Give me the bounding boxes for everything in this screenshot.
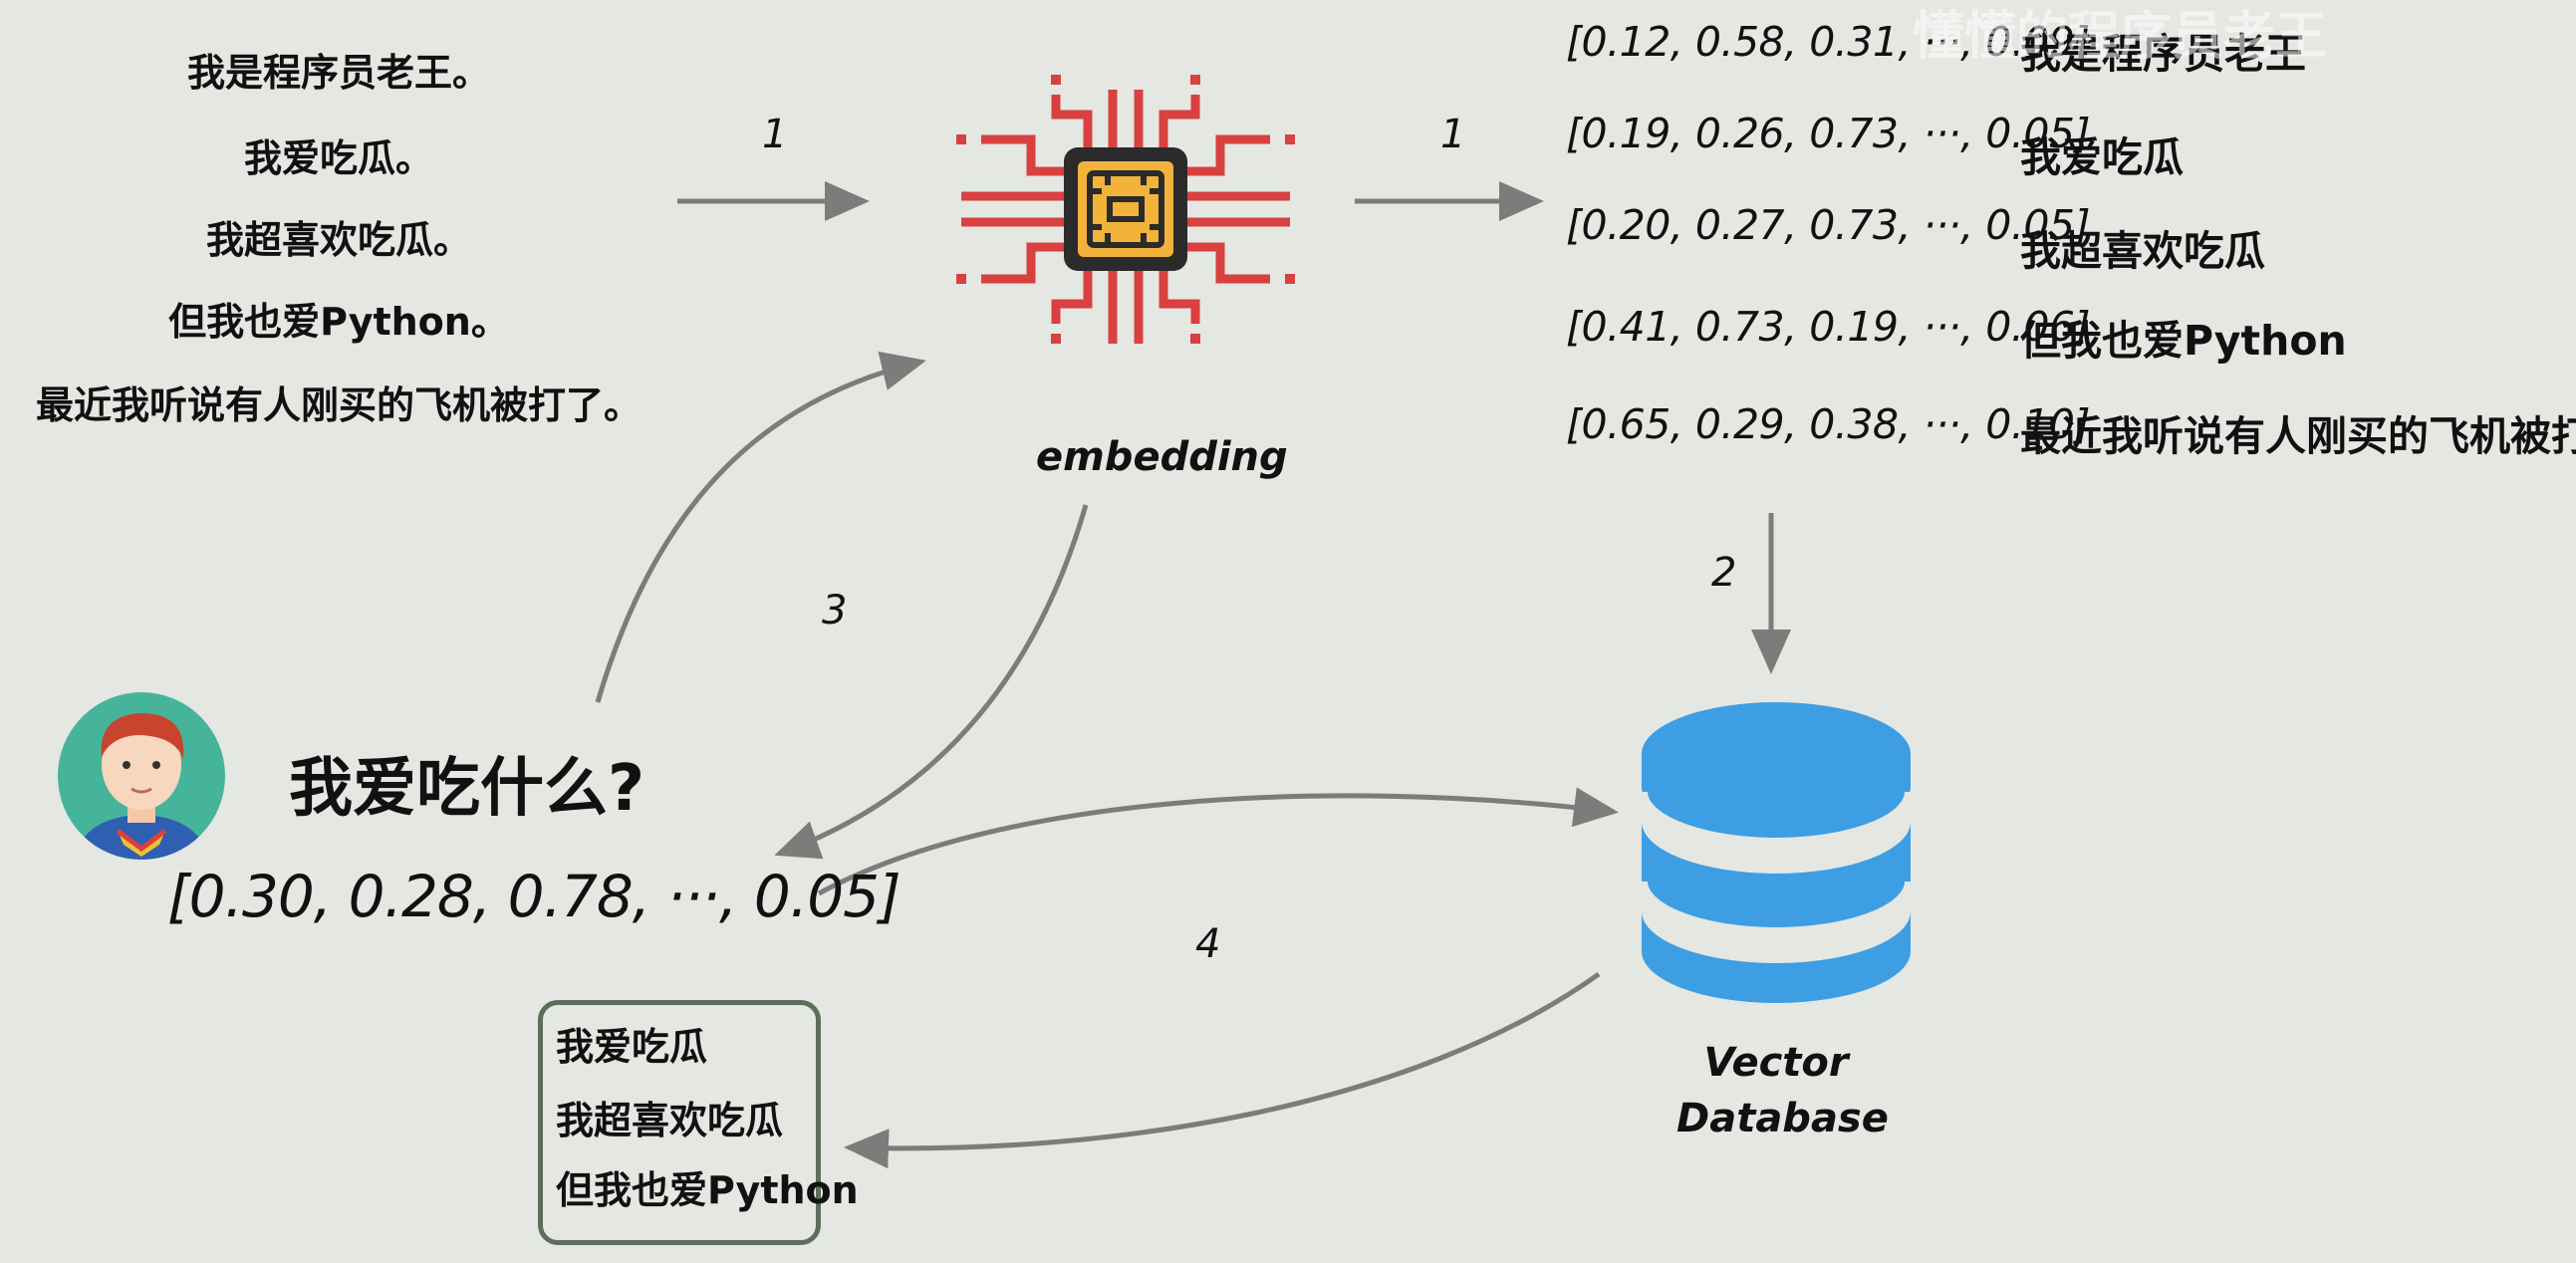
vector-value: [0.41, 0.73, 0.19, ···, 0.06]	[1566, 303, 2091, 351]
microchip-icon	[956, 75, 1295, 344]
arrow-4-db-to-results	[844, 971, 1601, 1169]
watermark: 懂懂的程序员老王	[1913, 7, 2328, 67]
vector-text: 最近我听说有人刚买的飞机被打了	[2020, 412, 2576, 460]
source-sentence: 但我也爱Python。	[168, 300, 509, 344]
query-vector: [0.30, 0.28, 0.78, ···, 0.05]	[167, 863, 902, 930]
step-label-2: 2	[1711, 550, 1737, 596]
step-label-4: 4	[1195, 921, 1221, 967]
result-item: 我爱吃瓜	[556, 1025, 708, 1069]
result-item: 但我也爱Python	[556, 1168, 859, 1212]
database-icon	[1636, 702, 1917, 1003]
db-label-line1: Vector	[1703, 1040, 1849, 1086]
db-label-line2: Database	[1676, 1096, 1889, 1141]
arrow-3-embedding-to-query-vector	[774, 504, 1089, 860]
user-avatar-icon	[58, 692, 225, 860]
step-label-1: 1	[762, 112, 788, 157]
arrow-3-query-to-embedding	[595, 351, 926, 703]
vector-text: 但我也爱Python	[2020, 317, 2347, 365]
source-sentence: 我爱吃瓜。	[243, 136, 433, 180]
step-label-3: 3	[822, 588, 848, 633]
vector-value: [0.20, 0.27, 0.73, ···, 0.05]	[1566, 201, 2091, 249]
vector-value: [0.12, 0.58, 0.31, ···, 0.09]	[1566, 18, 2091, 66]
step-label-1: 1	[1440, 112, 1466, 157]
results-box	[538, 1000, 821, 1245]
source-sentence: 我超喜欢吃瓜。	[205, 218, 471, 262]
result-item: 我超喜欢吃瓜	[556, 1099, 784, 1142]
arrow-4-query-vector-to-db	[817, 787, 1619, 896]
vector-text: 我超喜欢吃瓜	[2020, 227, 2265, 275]
source-sentence: 最近我听说有人刚买的飞机被打了。	[35, 383, 642, 427]
embedding-label: embedding	[1036, 434, 1288, 480]
query-text: 我爱吃什么?	[289, 752, 645, 826]
vector-value: [0.65, 0.29, 0.38, ···, 0.10]	[1566, 400, 2091, 448]
vector-value: [0.19, 0.26, 0.73, ···, 0.05]	[1566, 110, 2091, 157]
vector-text: 我爱吃瓜	[2020, 133, 2184, 181]
vector-text: 我是程序员老王	[2020, 30, 2306, 78]
source-sentence: 我是程序员老王。	[186, 51, 490, 95]
